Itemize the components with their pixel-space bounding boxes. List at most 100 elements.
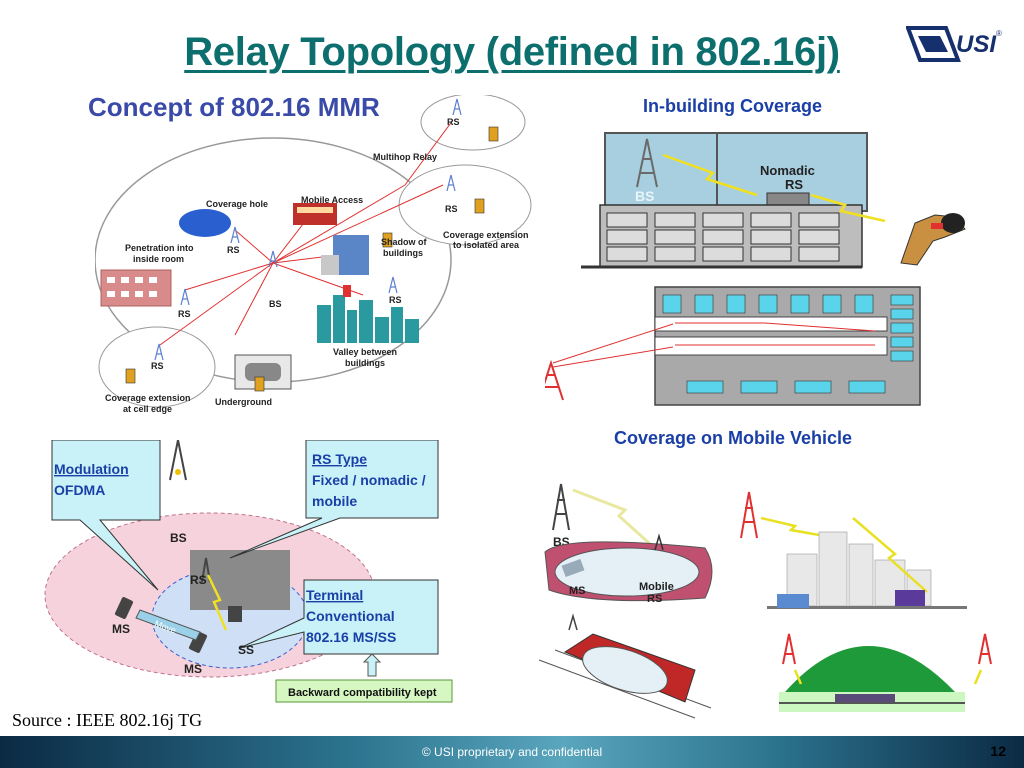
- label-rs: RS: [151, 361, 164, 371]
- label-bs: BS: [269, 299, 282, 309]
- coverage-dome: [785, 646, 955, 692]
- concept-title: Concept of 802.16 MMR: [88, 92, 380, 122]
- slide-title: Relay Topology (defined in 802.16j): [184, 30, 840, 74]
- bs-tower-icon: [545, 359, 564, 401]
- terminal-callout: [239, 579, 439, 655]
- bs-tower-icon: [782, 633, 796, 665]
- phone-icon: [561, 558, 585, 578]
- label-rs: RS: [389, 295, 402, 305]
- label-nomadic-rs: RS: [785, 177, 803, 192]
- modulation-callout: [51, 440, 161, 591]
- label-bs: BS: [635, 188, 654, 204]
- backward-box: [275, 679, 453, 703]
- concept-diagram: RS Multihop Relay RS Coverage extension …: [95, 95, 532, 414]
- signal-line: [675, 322, 876, 332]
- label-isolated: to isolated area: [453, 240, 520, 250]
- label-valley: Valley between: [333, 347, 397, 357]
- label-ss: SS: [238, 643, 254, 657]
- rs-tower-icon: [654, 533, 664, 551]
- label-mobile-rs: RS: [647, 593, 662, 605]
- signal-icon: [760, 516, 826, 538]
- label-edge-2: at cell edge: [123, 404, 172, 414]
- rs-tower-icon: [201, 557, 211, 583]
- phone-icon: [254, 376, 265, 392]
- terminal-line1: Conventional: [306, 608, 395, 624]
- label-ms: MS: [569, 585, 586, 597]
- label-ms: MS: [112, 622, 130, 636]
- label-valley-2: buildings: [345, 358, 385, 368]
- train-icon: [835, 694, 895, 702]
- rs-tower-icon: [446, 174, 456, 192]
- usi-logo: USI ®: [906, 26, 1002, 62]
- terminal-line2: 802.16 MS/SS: [306, 629, 396, 645]
- top-cell: [420, 95, 526, 151]
- rs-tower-icon: [452, 98, 462, 116]
- inbuilding-diagram: BS Nomadic RS: [545, 132, 966, 406]
- van-icon: [895, 590, 925, 606]
- rs-tower-icon: [154, 343, 164, 361]
- signal-icon: [793, 669, 983, 685]
- source-caption: Source : IEEE 802.16j TG: [12, 710, 203, 730]
- bs-tower-icon: [636, 138, 658, 188]
- mobile-vehicle-title: Coverage on Mobile Vehicle: [614, 428, 853, 448]
- label-rs: RS: [227, 245, 240, 255]
- relay-arrow: [272, 184, 406, 264]
- signal-icon: [662, 153, 758, 197]
- label-rs: RS: [178, 309, 191, 319]
- coverage-hole: [179, 209, 231, 237]
- relay-arrow: [159, 262, 274, 346]
- terminal-title: Terminal: [306, 587, 363, 603]
- bs-tower-icon: [978, 633, 992, 665]
- label-coverage-hole: Coverage hole: [206, 199, 268, 209]
- phone-icon: [382, 232, 393, 248]
- move-arrow-icon: [135, 609, 201, 641]
- modulation-value: OFDMA: [54, 482, 105, 498]
- label-underground: Underground: [215, 397, 272, 407]
- phone-icon: [488, 126, 499, 142]
- phone-icon: [114, 597, 134, 619]
- label-nomadic: Nomadic: [760, 163, 815, 178]
- logo-registered: ®: [996, 29, 1002, 38]
- logo-text: USI: [956, 31, 997, 58]
- label-shadow: Shadow of: [381, 237, 427, 247]
- signal-icon: [810, 193, 886, 223]
- backward-text: Backward compatibility kept: [288, 687, 437, 699]
- label-bs: BS: [170, 531, 187, 545]
- bs-tower-icon: [268, 250, 278, 268]
- label-coverage-ext: Coverage extension: [443, 230, 529, 240]
- label-mobile: Mobile: [639, 581, 674, 593]
- bs-tower-icon: [552, 483, 570, 531]
- label-rs: RS: [447, 117, 460, 127]
- truck-icon: [777, 594, 809, 608]
- footer-bar: [0, 736, 1024, 768]
- signal-line: [552, 346, 674, 368]
- phone-icon: [188, 631, 208, 653]
- label-rs: RS: [445, 204, 458, 214]
- bus-icon: [293, 203, 337, 225]
- phone-icon: [125, 368, 136, 384]
- rs-type-title: RS Type: [312, 451, 367, 467]
- up-arrow-icon: [362, 653, 382, 677]
- label-shadow-2: buildings: [383, 248, 423, 258]
- signal-line: [552, 323, 674, 364]
- label-multihop: Multihop Relay: [373, 152, 437, 162]
- tower-icon: [568, 613, 578, 631]
- building-icon: [100, 269, 172, 307]
- signal-icon: [206, 574, 228, 631]
- phone-icon: [474, 198, 485, 214]
- mobile-vehicle-diagram: BS MS Mobile RS: [538, 483, 992, 719]
- bs-tower-icon: [169, 440, 187, 481]
- rs-tower-icon: [230, 226, 240, 244]
- label-rs: RS: [190, 573, 207, 587]
- terminal-device-icon: [228, 606, 242, 622]
- label-edge: Coverage extension: [105, 393, 191, 403]
- relay-arrow: [184, 262, 274, 291]
- relay-arrow: [272, 184, 444, 264]
- topology-diagram: Modulation OFDMA RS Type Fixed / nomadic…: [44, 440, 453, 703]
- rs-tower-icon: [388, 276, 398, 294]
- signal-icon: [852, 517, 928, 593]
- relay-arrow: [234, 262, 274, 336]
- signal-icon: [572, 488, 661, 554]
- logo-inner-icon: [918, 36, 948, 52]
- label-mobile-access: Mobile Access: [301, 195, 363, 205]
